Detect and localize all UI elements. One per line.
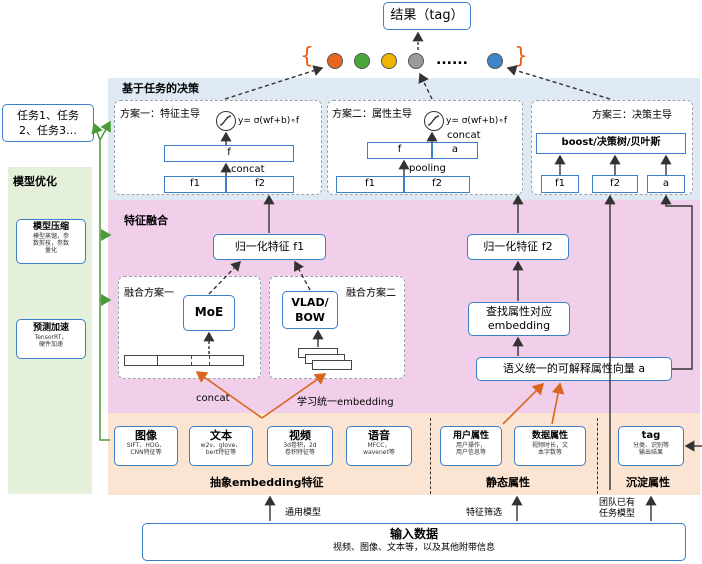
- plan1-concat: concat: [231, 164, 265, 175]
- plan2-f-box: f: [367, 142, 432, 159]
- plan3-f1-box: f1: [541, 175, 579, 193]
- compress-box: 模型压缩 模型蒸馏，参 数剪枝，参数 量化: [16, 219, 86, 264]
- fusion-title: 特征融合: [124, 214, 168, 227]
- semantic-vector-box: 语义统一的可解释属性向量 a: [476, 357, 672, 381]
- output-dot: [487, 53, 503, 69]
- plan2-f2-box: f2: [404, 176, 470, 193]
- plan1-formula: y= σ(wf+b)∘f: [238, 116, 300, 126]
- data-attr-box: 数据属性 视频时长，文 本字数等: [514, 426, 586, 466]
- plan2-pooling: pooling: [409, 163, 446, 174]
- learn-label: 学习统一embedding: [297, 397, 394, 408]
- dots-ellipsis: ......: [436, 52, 468, 68]
- team-model-label: 团队已有 任务模型: [599, 498, 636, 519]
- text-feature-box: 文本 w2v、glove、 bert特征等: [189, 426, 253, 466]
- tag-box: tag 分类、识别等 输出结果: [618, 426, 684, 466]
- plan2-title: 方案二：属性主导: [332, 109, 412, 120]
- lookup-box: 查找属性对应 embedding: [468, 302, 570, 336]
- plan3-a-box: a: [647, 175, 685, 193]
- divider: [430, 418, 431, 494]
- output-dot: [408, 53, 424, 69]
- plan2-f1-box: f1: [336, 176, 404, 193]
- moe-box: MoE: [183, 295, 235, 331]
- sigmoid-icon: [424, 111, 444, 131]
- stack-icon: [312, 360, 352, 370]
- abstract-title: 抽象embedding特征: [210, 476, 324, 489]
- audio-feature-box: 语音 MFCC， wavenet等: [346, 426, 412, 466]
- concat-vector: [124, 355, 244, 366]
- plan3-f2-box: f2: [592, 175, 638, 193]
- scheme2-label: 融合方案二: [346, 288, 396, 299]
- plan2-formula: y= σ(wf+b)∘f: [446, 116, 508, 126]
- output-dot: [381, 53, 397, 69]
- general-model-label: 通用模型: [285, 508, 322, 518]
- select-label: 特征筛选: [466, 508, 503, 518]
- scheme1-label: 融合方案一: [124, 288, 174, 299]
- settle-title: 沉淀属性: [626, 476, 670, 489]
- input-data-box: 输入数据 视频、图像、文本等，以及其他附带信息: [142, 523, 686, 561]
- bracket-left: {: [300, 44, 314, 69]
- accel-box: 预测加速 TensorRT， 硬件加速: [16, 319, 86, 359]
- output-dot: [354, 53, 370, 69]
- plan1-f-box: f: [164, 145, 294, 162]
- decision-title: 基于任务的决策: [122, 82, 199, 95]
- model-opt-title: 模型优化: [13, 175, 57, 188]
- result-box: 结果（tag）: [383, 2, 471, 30]
- bracket-right: }: [514, 44, 528, 69]
- plan1-f2-box: f2: [226, 176, 294, 193]
- output-dot: [327, 53, 343, 69]
- norm-feature-2: 归一化特征 f2: [467, 234, 569, 260]
- norm-feature-1: 归一化特征 f1: [213, 234, 326, 260]
- sigmoid-icon: [216, 111, 236, 131]
- plan2-a-box: a: [432, 142, 478, 159]
- divider: [597, 418, 598, 494]
- vlad-box: VLAD/ BOW: [282, 291, 338, 329]
- plan1-f1-box: f1: [164, 176, 226, 193]
- plan3-model-box: boost/决策树/贝叶斯: [536, 133, 686, 154]
- plan2-concat: concat: [447, 130, 481, 141]
- image-feature-box: 图像 SIFT、HOG、 CNN特征等: [114, 426, 178, 466]
- static-title: 静态属性: [486, 476, 530, 489]
- plan3-title: 方案三：决策主导: [592, 110, 672, 121]
- user-attr-box: 用户属性 用户操作， 用户信息等: [440, 426, 502, 466]
- tasks-box: 任务1、任务 2、任务3…: [2, 104, 94, 142]
- video-feature-box: 视频 3d卷积，2d 卷积特征等: [267, 426, 333, 466]
- concat-label: concat: [196, 393, 230, 404]
- plan1-title: 方案一：特征主导: [120, 109, 200, 120]
